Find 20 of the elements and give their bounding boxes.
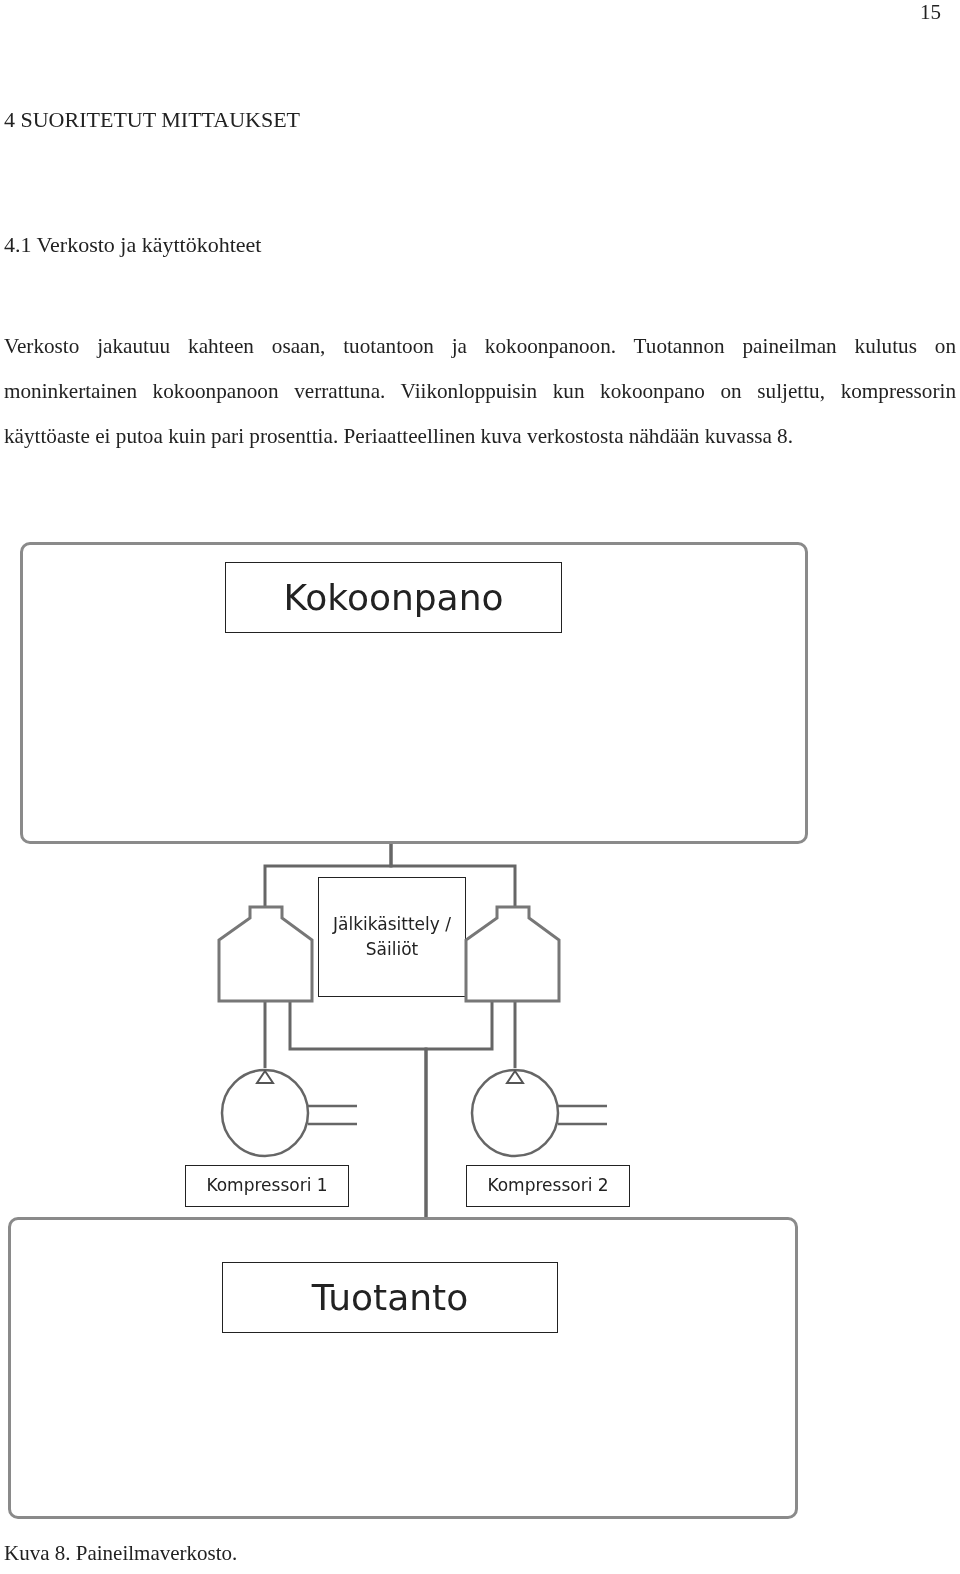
body-paragraph: Verkosto jakautuu kahteen osaan, tuotantoon ja kokoonpanoon. Tuotannon paineilman kulutus on moninkertainen kokoonpanoon verrattuna. Viikonloppuisin kun kokoonpano on suljettu, kompressorin käyttöaste ei putoa kuin pari prosenttia. Periaatteellinen kuva verkostosta nähdään kuvassa 8. [4,333,956,450]
area-frame [20,542,808,844]
compressor-symbol [220,1068,357,1158]
pipe-line [389,844,517,906]
pipe-line [263,1002,267,1068]
process-box: Jälkikäsittely / Säiliöt [318,877,466,997]
pipe-line [513,1002,517,1068]
heading-box: Tuotanto [222,1262,558,1333]
pipe-line [424,1002,494,1217]
tank-symbol [218,906,313,1002]
section-heading: 4.1 Verkosto ja käyttökohteet [4,232,263,258]
name-box: Kompressori 1 [185,1165,349,1207]
tank-symbol [465,906,560,1002]
compressor-symbol [470,1068,607,1158]
figure-caption: Kuva 8. Paineilmaverkosto. [4,1541,238,1566]
name-box: Kompressori 2 [466,1165,630,1207]
heading-box: Kokoonpano [225,562,562,633]
chapter-heading: 4 SUORITETUT MITTAUKSET [4,107,302,133]
page-number: 15 [920,0,942,25]
area-frame [8,1217,798,1519]
